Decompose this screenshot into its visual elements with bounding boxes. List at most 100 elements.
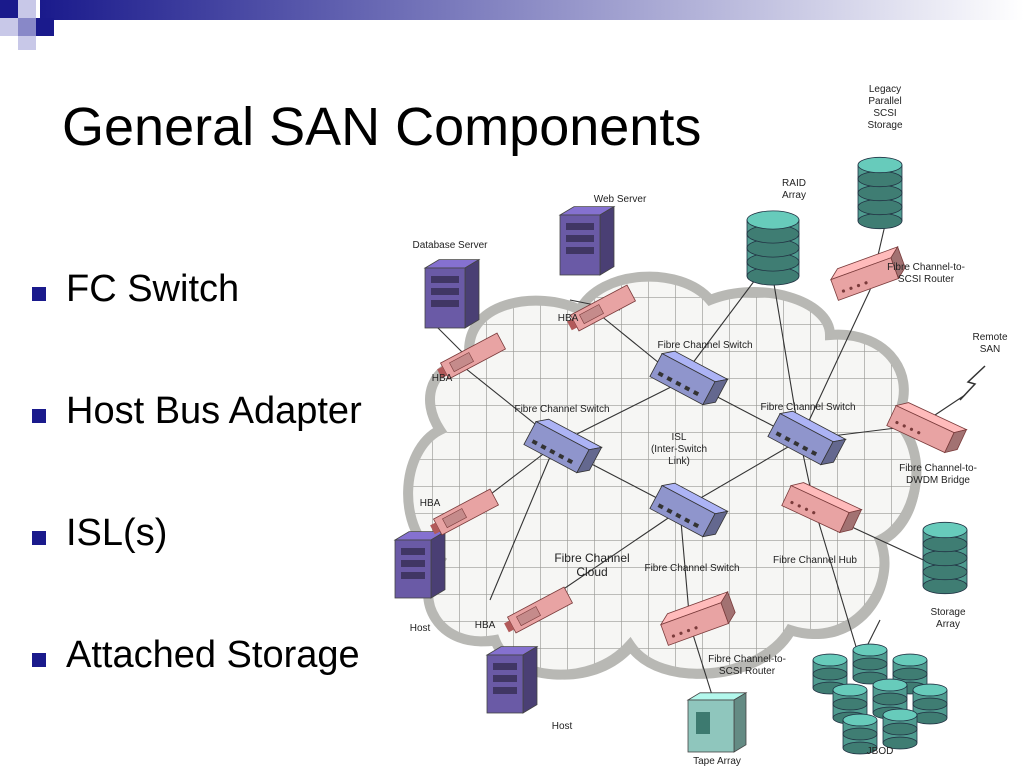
- router-label-line: SCSI Router: [898, 274, 955, 285]
- fibre-channel-switch-port: [531, 439, 538, 446]
- fibre-channel-to-dwdm-bridge-side: [944, 429, 968, 454]
- fibre-channel-to-dwdm-bridge-led: [917, 431, 921, 435]
- jbod-disk-disk-bottom: [812, 667, 848, 681]
- legacy-scsi-storage-disk-bottom: [857, 170, 903, 188]
- fibre-channel-switch-label: Fibre Channel Switch: [760, 402, 855, 413]
- legacy-scsi-storage-label-line: Legacy: [869, 84, 901, 95]
- router-label-line: Fibre Channel-to-: [708, 654, 786, 665]
- connection-line: [689, 624, 713, 696]
- web-server: [558, 205, 616, 276]
- cloud-label-line: Cloud: [576, 565, 607, 579]
- dwdm-bridge-label-line: DWDM Bridge: [906, 475, 970, 486]
- connection-line: [799, 289, 871, 441]
- host-server-side: [430, 530, 446, 599]
- bullet-text: Attached Storage: [66, 634, 360, 676]
- jbod-disk-disk-bottom: [882, 736, 918, 750]
- jbod-disk-disk-bottom: [842, 741, 878, 755]
- fibre-channel-switch-port: [784, 436, 791, 442]
- host-label: Host: [552, 721, 573, 732]
- fibre-channel-switch-port: [657, 371, 664, 378]
- raid-array-label-line: RAID: [782, 178, 806, 189]
- jbod-disk-disk-top: [912, 683, 948, 697]
- fibre-channel-switch-port: [692, 522, 700, 529]
- fibre-channel-switch-label-line: Fibre Channel Switch: [760, 402, 855, 413]
- storage-array-disk-top: [922, 521, 968, 539]
- web-server-bay: [566, 235, 594, 242]
- host-server: [393, 530, 447, 599]
- fibre-channel-to-scsi-router-side: [890, 245, 906, 280]
- hba-card-chip: [579, 304, 604, 325]
- database-server-side: [464, 258, 480, 329]
- hba-card-connector: [567, 318, 578, 331]
- router-label: Fibre Channel-to-SCSI Router: [708, 654, 786, 677]
- fibre-channel-to-scsi-router-led: [671, 634, 676, 638]
- hba-card: [567, 284, 637, 332]
- jbod-disk-disk-top: [812, 653, 848, 667]
- fibre-channel-switch-label-line: Fibre Channel Switch: [644, 563, 739, 574]
- fibre-channel-switch: [523, 418, 603, 474]
- host-server-bay: [493, 663, 517, 670]
- storage-array-disk-bottom: [922, 577, 968, 595]
- fibre-channel-switch-port: [666, 376, 673, 382]
- slide-title: General SAN Components: [62, 97, 702, 157]
- storage-array-disk-bottom: [922, 535, 968, 553]
- jbod-disk: [842, 713, 878, 755]
- dwdm-bridge-label: Fibre Channel-to-DWDM Bridge: [899, 463, 977, 486]
- jbod-disk-disk-bottom: [892, 667, 928, 681]
- corner-decoration: [0, 0, 1024, 50]
- fibre-channel-switch-port: [657, 503, 664, 510]
- fibre-channel-switch-side: [702, 378, 729, 406]
- hba-card-chip: [449, 352, 474, 373]
- jbod-disk: [882, 708, 918, 750]
- tape-array-front: [687, 699, 735, 753]
- fibre-channel-switch-port: [684, 517, 691, 524]
- fibre-channel-to-scsi-router-led: [679, 631, 683, 635]
- hba-label: HBA: [558, 313, 579, 324]
- legacy-scsi-storage-label-line: Storage: [867, 120, 902, 131]
- tape-array-label-line: Tape Array: [693, 756, 741, 767]
- remote-san-lightning-icon: [959, 365, 986, 401]
- hba-card-chip: [516, 606, 541, 627]
- isl-label-line: ISL: [671, 432, 686, 443]
- remote-san-label-line: Remote: [972, 332, 1007, 343]
- fibre-channel-hub-led: [804, 507, 809, 511]
- corner-square: [18, 36, 36, 50]
- fibre-channel-to-scsi-router-led: [849, 286, 853, 290]
- web-server-side: [599, 205, 615, 276]
- storage-array-label-line: Storage: [930, 607, 965, 618]
- fibre-channel-switch-port: [675, 512, 682, 519]
- host-server-side: [522, 645, 538, 714]
- fibre-channel-switch: [767, 410, 847, 466]
- corner-square: [0, 0, 18, 18]
- hba-card-chip: [442, 508, 467, 529]
- fibre-channel-to-scsi-router-led: [856, 283, 861, 288]
- bullet-text: Host Bus Adapter: [66, 390, 362, 432]
- fibre-channel-switch-port: [566, 458, 574, 465]
- tape-array-label: Tape Array: [693, 756, 741, 767]
- jbod-disk-disk-top: [852, 643, 888, 657]
- fibre-channel-switch-port: [810, 450, 818, 457]
- fibre-channel-switch-side: [576, 446, 603, 474]
- bullet-text: ISL(s): [66, 512, 168, 554]
- fibre-channel-switch-side: [820, 438, 847, 466]
- corner-square: [36, 18, 54, 36]
- connection-line: [814, 509, 861, 661]
- fibre-channel-switch-side: [702, 510, 729, 538]
- host-server-bay: [493, 687, 517, 694]
- hba-label: HBA: [475, 620, 496, 631]
- web-server-label-line: Web Server: [594, 194, 647, 205]
- jbod-label: JBOD: [867, 746, 894, 757]
- hba-label-line: HBA: [420, 498, 441, 509]
- fibre-channel-switch-port: [692, 390, 700, 397]
- title-gradient-bar: [40, 0, 1024, 20]
- web-server-bay: [566, 247, 594, 254]
- tape-array-side: [733, 692, 747, 753]
- legacy-scsi-storage-label-line: Parallel: [868, 96, 901, 107]
- host-server: [485, 645, 539, 714]
- fibre-channel-switch-label-line: Fibre Channel Switch: [514, 404, 609, 415]
- fibre-channel-to-scsi-router-led: [694, 626, 698, 630]
